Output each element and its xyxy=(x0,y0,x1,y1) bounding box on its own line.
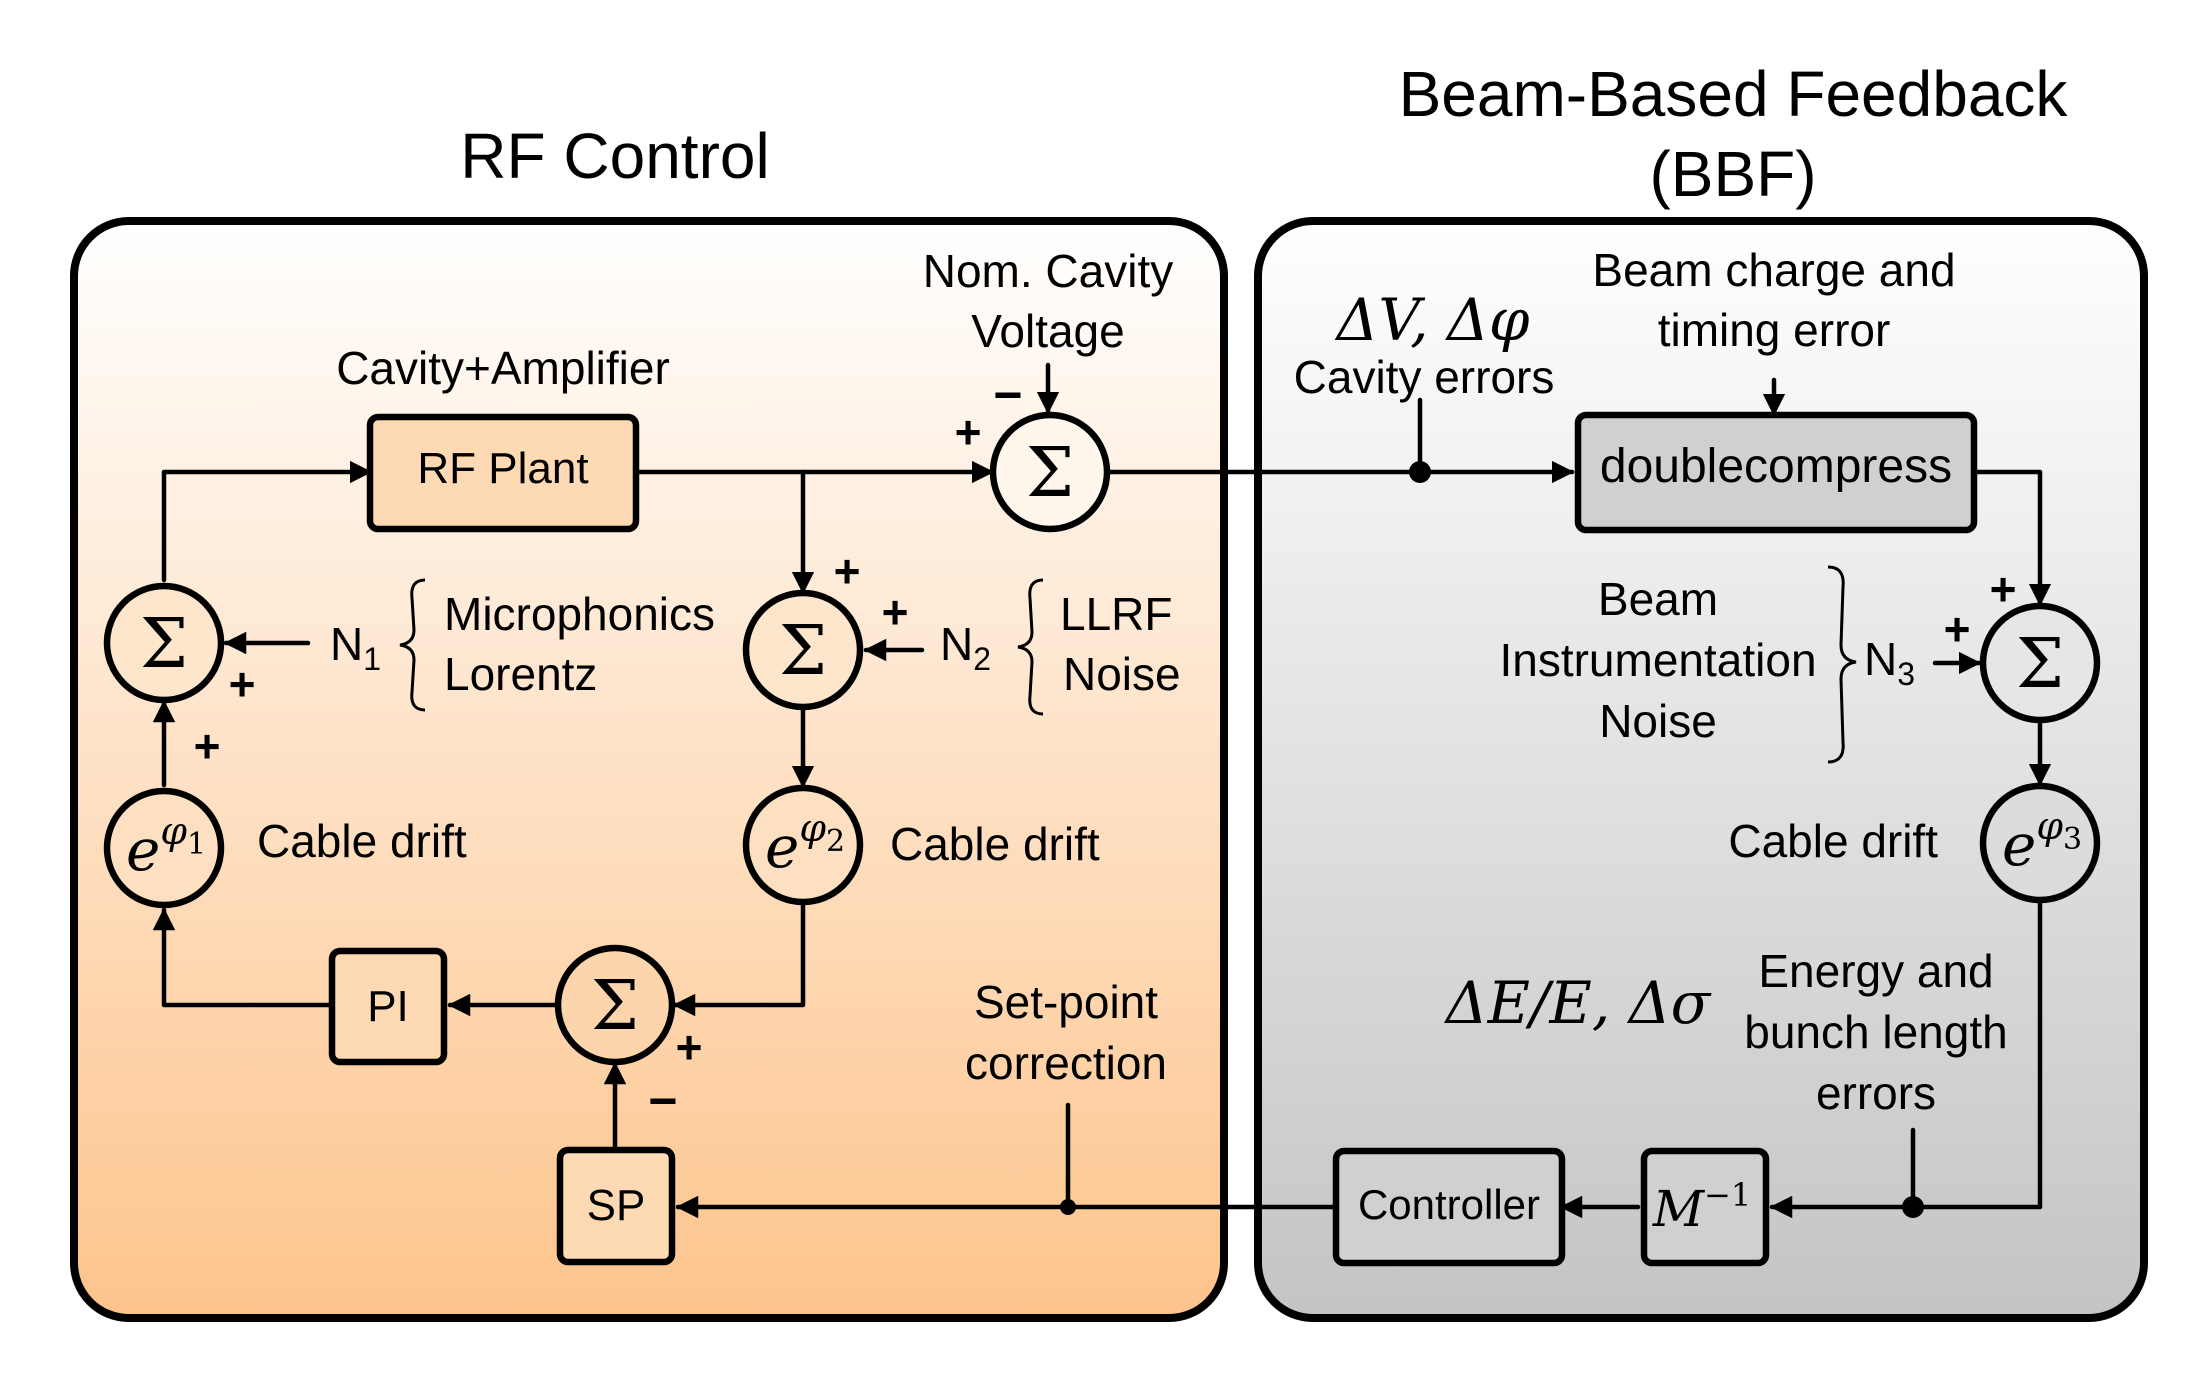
beam-charge-label-2: timing error xyxy=(1658,304,1891,356)
sp-block: SP xyxy=(556,1146,676,1266)
svg-text:eφ3: eφ3 xyxy=(2002,804,2082,879)
sum-signs: + + + + + − + − + + xyxy=(194,367,2017,1129)
sum-node-bottom: Σ xyxy=(554,944,676,1066)
plus-middle-top: + xyxy=(834,545,861,597)
rf-plant-label: RF Plant xyxy=(417,444,588,493)
doublecompress-block: doublecompress xyxy=(1574,411,1978,534)
svg-text:eφ1: eφ1 xyxy=(126,809,206,884)
controller-label: Controller xyxy=(1358,1181,1540,1228)
n2-label: N2 xyxy=(940,618,991,677)
pi-label: PI xyxy=(367,982,409,1031)
svg-text:Σ: Σ xyxy=(2016,625,2064,704)
plus-left-right: + xyxy=(229,658,256,710)
lorentz-label: Lorentz xyxy=(444,648,597,700)
cavity-errors-junction xyxy=(1409,461,1431,483)
cavity-amplifier-label: Cavity+Amplifier xyxy=(336,342,670,394)
m-inverse-label: M−1 xyxy=(1652,1176,1751,1238)
minus-bottom-below: − xyxy=(648,1073,677,1129)
beam-instr-label-2: Instrumentation xyxy=(1499,634,1816,686)
m-inverse-block: M−1 xyxy=(1640,1147,1770,1267)
signal-wires xyxy=(152,362,2052,1219)
n2-brace xyxy=(1017,578,1044,716)
pi-block: PI xyxy=(328,947,448,1066)
beam-instr-label-3: Noise xyxy=(1599,695,1717,747)
beam-instr-label-1: Beam xyxy=(1598,573,1718,625)
svg-text:eφ2: eφ2 xyxy=(765,806,845,881)
sum-node-bbf: Σ xyxy=(1979,602,2101,724)
sum-node-nominal: Σ xyxy=(989,411,1111,533)
minus-nominal-top: − xyxy=(993,367,1022,423)
cavity-errors-label: Cavity errors xyxy=(1294,351,1555,403)
phase-node-3: eφ3 xyxy=(1979,782,2101,904)
plus-left-bottom: + xyxy=(194,720,221,772)
microphonics-label: Microphonics xyxy=(444,588,715,640)
plus-bbf-top: + xyxy=(1990,563,2017,615)
bbf-title-line2: (BBF) xyxy=(1649,138,1816,210)
setpoint-label-2: correction xyxy=(965,1037,1167,1089)
sum-node-left: Σ xyxy=(103,582,225,704)
svg-text:Σ: Σ xyxy=(591,967,639,1046)
n1-label: N1 xyxy=(330,618,381,677)
de-e-dsigma-label: ΔE/E, Δσ xyxy=(1444,969,1712,1037)
nom-cavity-label-2: Voltage xyxy=(971,305,1124,357)
n3-brace xyxy=(1827,565,1857,764)
phase-node-1: eφ1 xyxy=(103,787,225,909)
energy-errors-junction xyxy=(1902,1196,1924,1218)
sum-node-middle: Σ xyxy=(742,589,864,711)
doublecompress-label: doublecompress xyxy=(1600,440,1952,493)
energy-label-2: bunch length xyxy=(1744,1006,2007,1058)
dv-dphi-label: ΔV, Δφ xyxy=(1334,286,1529,354)
cable-drift-3-label: Cable drift xyxy=(1728,815,1938,867)
plus-bbf-left: + xyxy=(1944,603,1971,655)
setpoint-label-1: Set-point xyxy=(974,976,1158,1028)
svg-text:Σ: Σ xyxy=(140,605,188,684)
n3-label: N3 xyxy=(1864,633,1915,692)
rf-control-title: RF Control xyxy=(460,120,769,192)
cable-drift-1-label: Cable drift xyxy=(257,815,467,867)
svg-text:Σ: Σ xyxy=(1026,434,1074,513)
rf-plant-block: RF Plant xyxy=(366,413,640,533)
controller-block: Controller xyxy=(1332,1147,1566,1267)
plus-nominal-left: + xyxy=(955,406,982,458)
energy-label-3: errors xyxy=(1816,1067,1936,1119)
svg-text:Σ: Σ xyxy=(779,612,827,691)
phase-node-2: eφ2 xyxy=(742,784,864,906)
llrf-noise-label: Noise xyxy=(1063,648,1181,700)
beam-charge-label-1: Beam charge and xyxy=(1592,244,1955,296)
energy-label-1: Energy and xyxy=(1758,945,1993,997)
setpoint-junction xyxy=(1060,1199,1076,1215)
plus-bottom-right: + xyxy=(676,1021,703,1073)
sp-label: SP xyxy=(587,1181,646,1230)
plus-middle-right: + xyxy=(882,586,909,638)
nom-cavity-label-1: Nom. Cavity xyxy=(923,245,1173,297)
llrf-label: LLRF xyxy=(1060,588,1172,640)
cable-drift-2-label: Cable drift xyxy=(890,818,1100,870)
bbf-title-line1: Beam-Based Feedback xyxy=(1399,58,2069,130)
n1-brace xyxy=(399,578,426,712)
